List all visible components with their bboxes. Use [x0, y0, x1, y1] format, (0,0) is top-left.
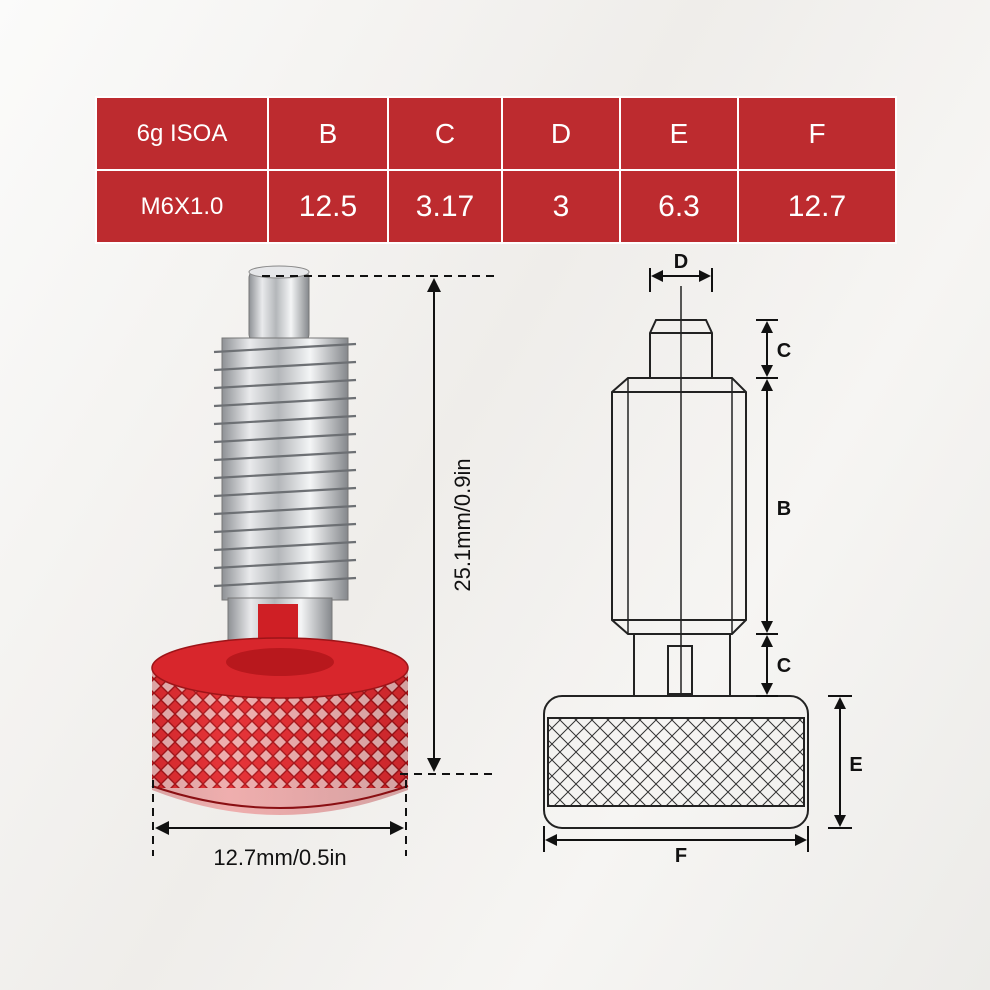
drawing-knob: [543, 695, 809, 829]
width-label: 12.7mm/0.5in: [213, 845, 346, 870]
drawing-body: [611, 377, 747, 635]
drawing-shank-slot: [667, 645, 693, 695]
height-arrow-top: [427, 278, 441, 292]
drawing-dimensions: [543, 268, 852, 852]
header-cell-f: F: [737, 96, 897, 171]
thread-lines: [213, 342, 357, 588]
value-cell-b: 12.5: [267, 169, 389, 244]
header-cell-b: B: [267, 96, 389, 171]
drawing-knurl: [547, 717, 805, 807]
table-value-row: M6X1.0 12.5 3.17 3 6.3 12.7: [95, 169, 897, 244]
c-bottom-arrow-up: [761, 635, 773, 647]
b-label: B: [777, 498, 791, 520]
width-arrow-right: [390, 821, 404, 835]
photo-dimensions: [152, 275, 498, 856]
header-cell-thread: 6g ISOA: [95, 96, 269, 171]
e-label: E: [849, 754, 862, 776]
header-cell-e: E: [619, 96, 739, 171]
c-bottom-arrow-down: [761, 683, 773, 695]
technical-drawing: [543, 286, 809, 829]
drawing-shank: [633, 633, 731, 697]
red-knob-shade: [152, 668, 408, 815]
plunger-photo: [151, 265, 409, 815]
d-label: D: [674, 251, 688, 273]
height-label: 25.1mm/0.9in: [450, 458, 475, 591]
c-top-arrow-up: [761, 321, 773, 333]
f-arrow-right: [795, 834, 807, 846]
table-header-row: 6g ISOA B C D E F: [95, 96, 897, 171]
b-arrow-down: [761, 621, 773, 633]
header-cell-c: C: [387, 96, 503, 171]
d-arrow-left: [651, 270, 663, 282]
red-knob-recess: [226, 648, 334, 676]
f-arrow-left: [545, 834, 557, 846]
b-arrow-up: [761, 379, 773, 391]
header-cell-d: D: [501, 96, 621, 171]
pin-tip: [248, 269, 310, 343]
spec-table: 6g ISOA B C D E F M6X1.0 12.5 3.17 3 6.3…: [95, 96, 897, 244]
d-arrow-right: [699, 270, 711, 282]
e-arrow-up: [834, 697, 846, 709]
height-arrow-bottom: [427, 758, 441, 772]
e-arrow-down: [834, 815, 846, 827]
width-arrow-left: [155, 821, 169, 835]
c-top-arrow-down: [761, 365, 773, 377]
c-top-label: C: [777, 340, 791, 362]
c-bottom-label: C: [777, 655, 791, 677]
red-knob-bottom-edge: [151, 785, 409, 809]
value-cell-thread: M6X1.0: [95, 169, 269, 244]
value-cell-f: 12.7: [737, 169, 897, 244]
f-label: F: [675, 845, 687, 867]
value-cell-d: 3: [501, 169, 621, 244]
value-cell-e: 6.3: [619, 169, 739, 244]
value-cell-c: 3.17: [387, 169, 503, 244]
